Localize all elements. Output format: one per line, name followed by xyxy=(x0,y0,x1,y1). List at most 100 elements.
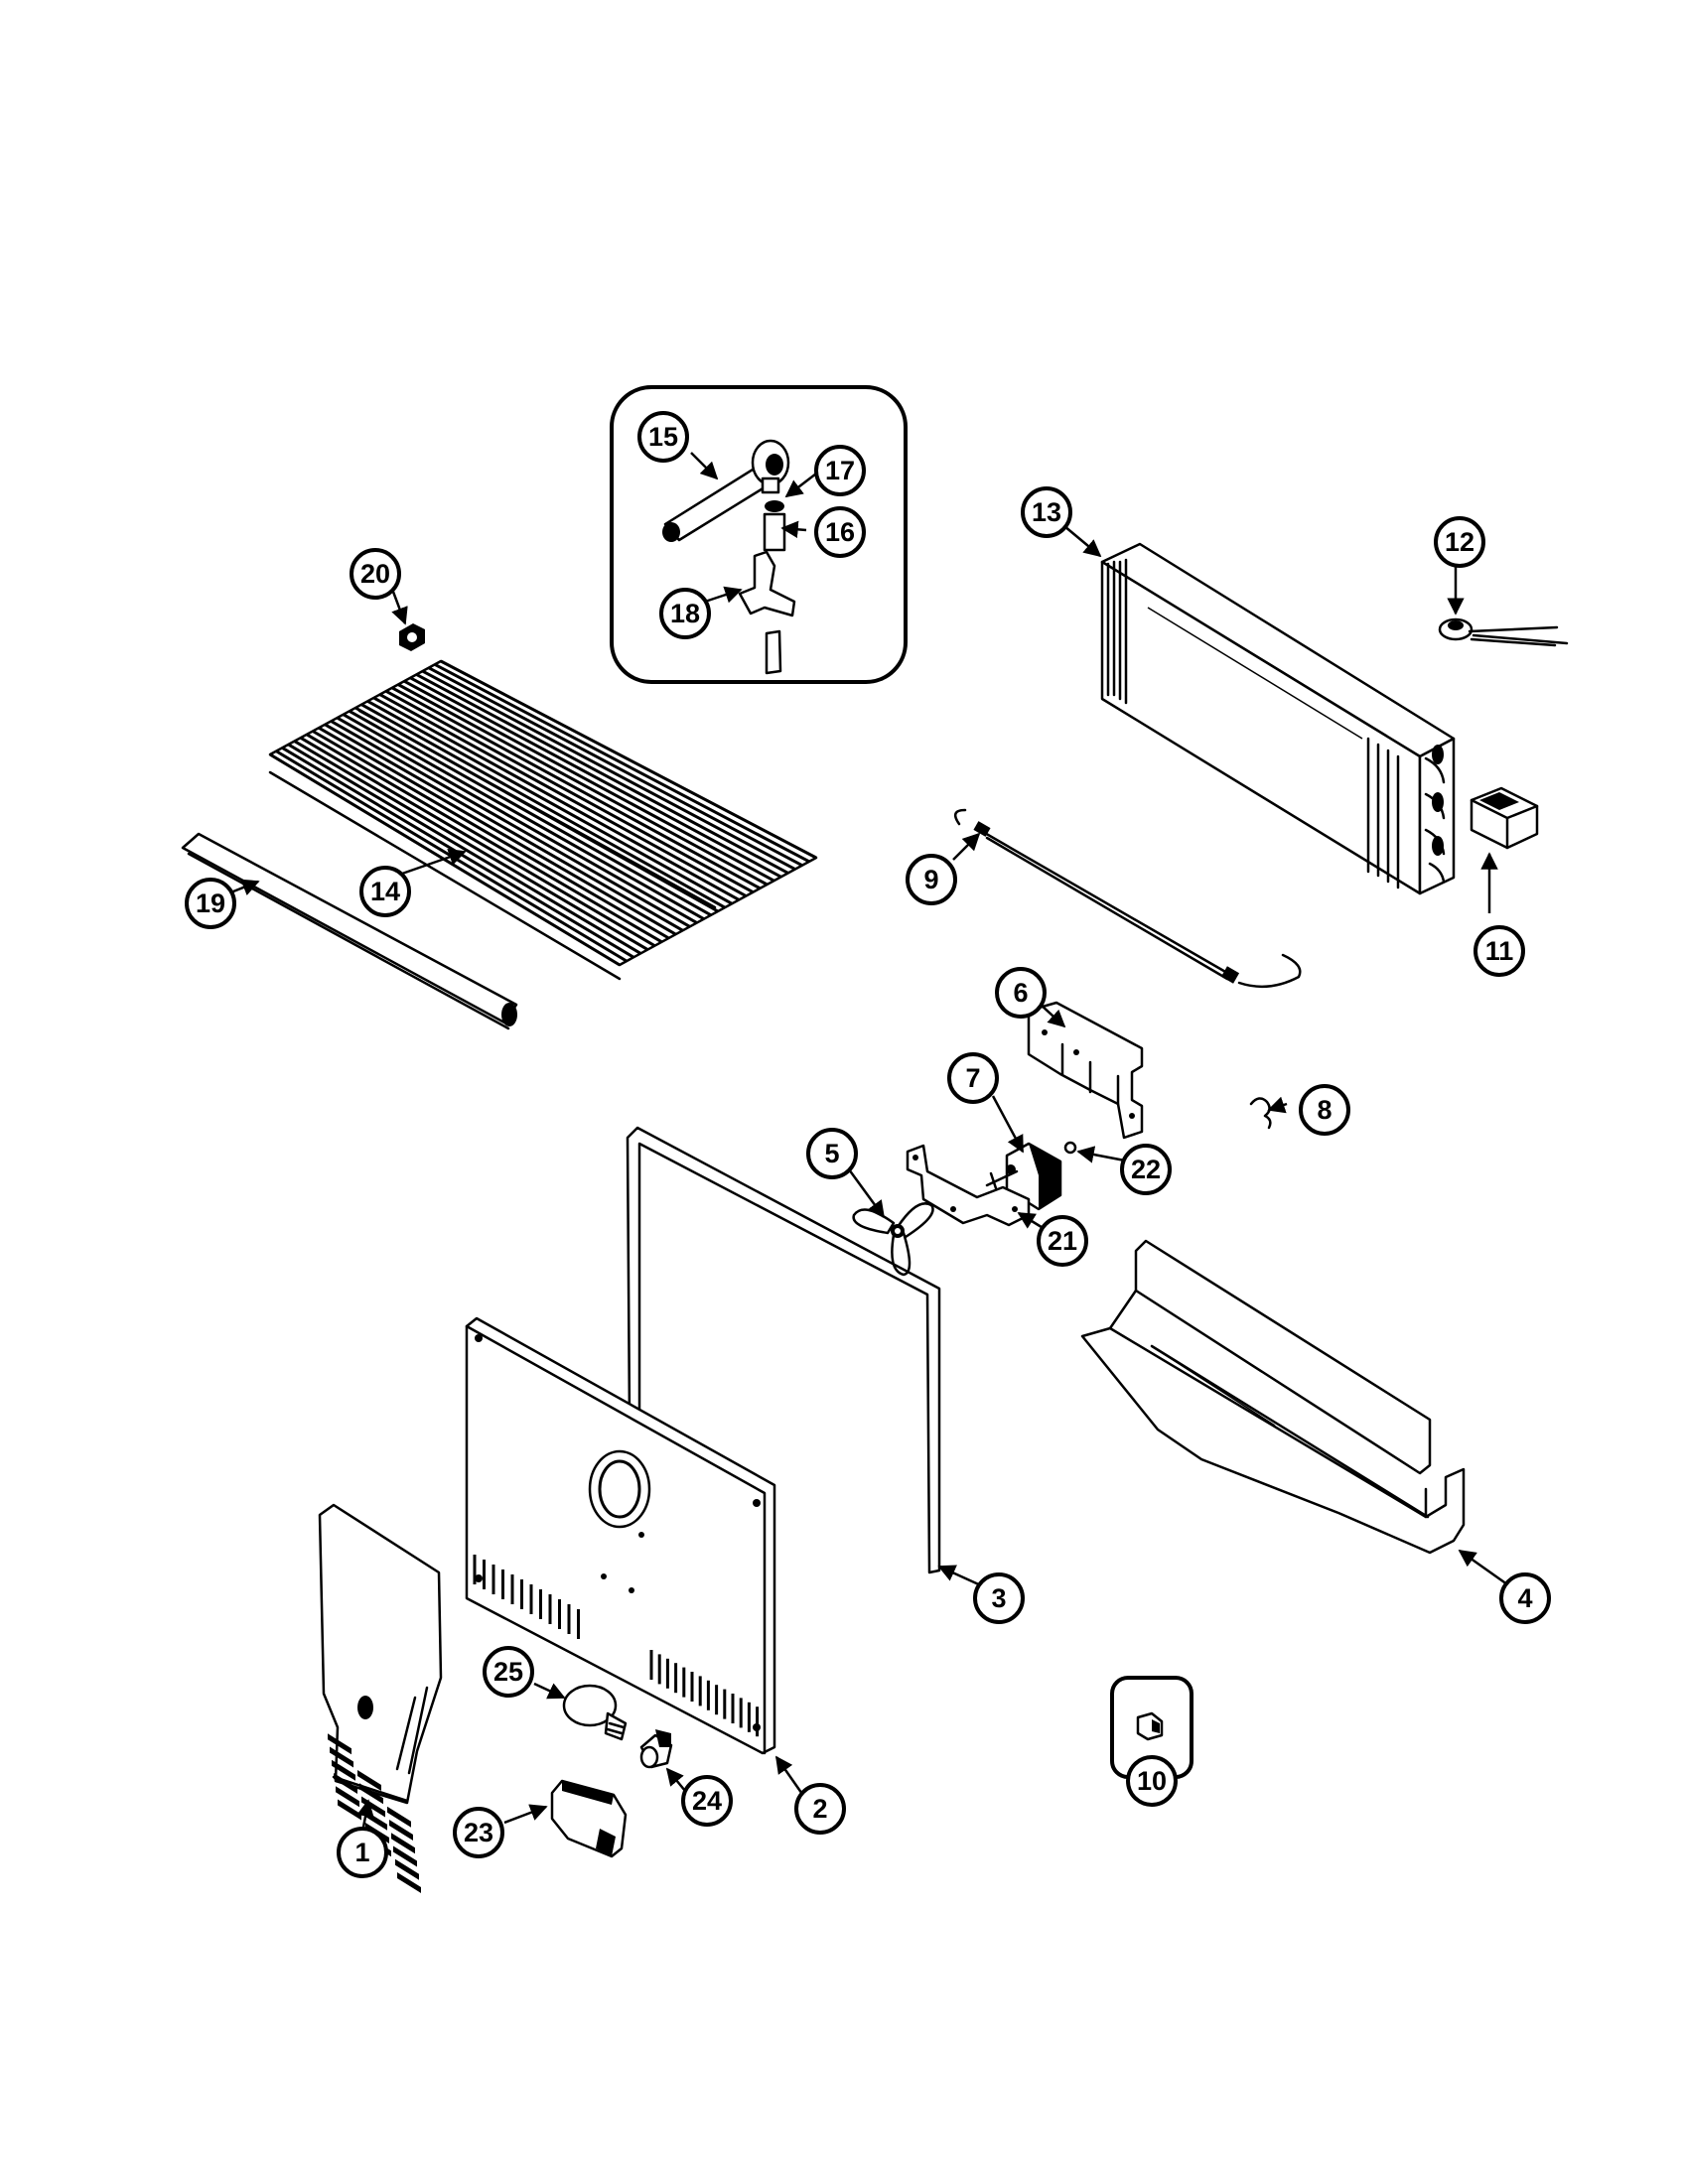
part-defrost-timer xyxy=(985,1142,1062,1211)
shelf-wire xyxy=(397,683,769,887)
callout-8-label: 8 xyxy=(1317,1095,1332,1125)
part-terminal-block xyxy=(1470,786,1539,850)
shelf-wire xyxy=(293,740,649,951)
shelf-wire xyxy=(349,710,712,917)
callout-22-label: 22 xyxy=(1131,1155,1161,1184)
grille-slot xyxy=(391,1833,415,1854)
callout-17-label: 17 xyxy=(825,456,855,485)
part-light-shield xyxy=(550,1779,628,1858)
callout-19-label: 19 xyxy=(196,888,225,918)
callout-21-label: 21 xyxy=(1048,1226,1077,1256)
shelf-wire xyxy=(434,663,810,864)
part-trim-strip xyxy=(181,832,518,1030)
callout-8: 8 xyxy=(1299,1084,1350,1136)
shelf-wire xyxy=(360,703,726,909)
callout-5-label: 5 xyxy=(824,1139,839,1168)
part-drain-tube xyxy=(662,439,790,542)
callout-13-label: 13 xyxy=(1032,497,1061,527)
part-bulb-socket xyxy=(639,1729,673,1769)
callout-1: 1 xyxy=(337,1827,388,1878)
callout-17: 17 xyxy=(814,445,866,496)
shelf-wire xyxy=(312,730,670,940)
part-small-clip xyxy=(1249,1097,1272,1130)
callout-4-label: 4 xyxy=(1517,1583,1532,1613)
shelf-wire xyxy=(330,720,691,928)
shelf-wire xyxy=(366,699,733,905)
part-gasket-frame xyxy=(626,1126,941,1574)
callout-14: 14 xyxy=(359,866,411,917)
callout-1-label: 1 xyxy=(354,1838,369,1867)
shelf-wire xyxy=(391,686,762,890)
callout-20-label: 20 xyxy=(360,559,390,589)
leader-lines xyxy=(227,452,1508,1834)
part-sleeve xyxy=(763,512,786,552)
part-back-panel xyxy=(465,1316,776,1755)
part-channel-duct xyxy=(1080,1239,1466,1555)
callout-20: 20 xyxy=(350,548,401,600)
grille-slot xyxy=(357,1769,381,1791)
callout-7-label: 7 xyxy=(965,1063,980,1093)
callout-22: 22 xyxy=(1120,1144,1172,1195)
callout-16-label: 16 xyxy=(825,517,855,547)
shelf-wire xyxy=(421,669,796,871)
callout-11: 11 xyxy=(1474,925,1525,977)
callout-10: 10 xyxy=(1126,1755,1178,1807)
grille-slot xyxy=(387,1806,411,1828)
shelf-wire xyxy=(415,673,789,875)
callout-19: 19 xyxy=(185,878,236,929)
callout-6: 6 xyxy=(995,967,1047,1019)
callout-12-label: 12 xyxy=(1445,527,1474,557)
callout-10-label: 10 xyxy=(1137,1766,1167,1796)
callout-14-label: 14 xyxy=(370,877,400,906)
shelf-wire xyxy=(306,733,663,944)
callout-18-label: 18 xyxy=(670,599,700,628)
grille-slot xyxy=(393,1845,417,1867)
callout-3-label: 3 xyxy=(991,1583,1006,1613)
callout-9-label: 9 xyxy=(923,865,938,894)
callout-5: 5 xyxy=(806,1128,858,1179)
callout-23-label: 23 xyxy=(464,1818,493,1847)
callout-18: 18 xyxy=(659,588,711,639)
callout-12: 12 xyxy=(1434,516,1485,568)
shelf-wire xyxy=(299,736,656,948)
grille-slot xyxy=(389,1819,413,1841)
callout-2-label: 2 xyxy=(812,1794,827,1824)
callout-13: 13 xyxy=(1021,486,1072,538)
part-clip xyxy=(738,550,796,675)
callout-15: 15 xyxy=(637,411,689,463)
shelf-wire xyxy=(318,726,677,936)
callout-4: 4 xyxy=(1499,1572,1551,1624)
callout-3: 3 xyxy=(973,1572,1025,1624)
callout-25-label: 25 xyxy=(493,1657,523,1687)
callout-25: 25 xyxy=(483,1646,534,1698)
shelf-wire xyxy=(372,696,740,901)
callout-6-label: 6 xyxy=(1013,978,1028,1008)
callout-15-label: 15 xyxy=(648,422,678,452)
shelf-wire xyxy=(428,666,803,868)
part-sensor xyxy=(1438,617,1569,647)
callout-2: 2 xyxy=(794,1783,846,1835)
grille-slot xyxy=(332,1759,355,1781)
part-bracket-upper xyxy=(1027,1001,1144,1140)
callout-9: 9 xyxy=(906,854,957,905)
shelf-wire xyxy=(324,723,684,932)
grille-slot xyxy=(397,1871,421,1893)
callout-16: 16 xyxy=(814,506,866,558)
inset-detail-box xyxy=(610,385,908,684)
grille-slot xyxy=(330,1746,353,1768)
callout-21: 21 xyxy=(1037,1215,1088,1267)
grille-slot xyxy=(328,1733,351,1755)
callout-23: 23 xyxy=(453,1807,504,1858)
callout-24-label: 24 xyxy=(692,1786,722,1816)
shelf-wire xyxy=(403,679,775,883)
part-evaporator xyxy=(1100,542,1456,895)
grille-slot xyxy=(336,1786,359,1808)
grille-slot xyxy=(395,1858,419,1880)
part-wire-shelf xyxy=(268,659,818,981)
shelf-wire xyxy=(409,676,782,879)
shelf-wire xyxy=(384,689,755,894)
part-nut xyxy=(399,623,425,651)
callout-11-label: 11 xyxy=(1485,936,1514,966)
shelf-wire xyxy=(336,716,698,924)
